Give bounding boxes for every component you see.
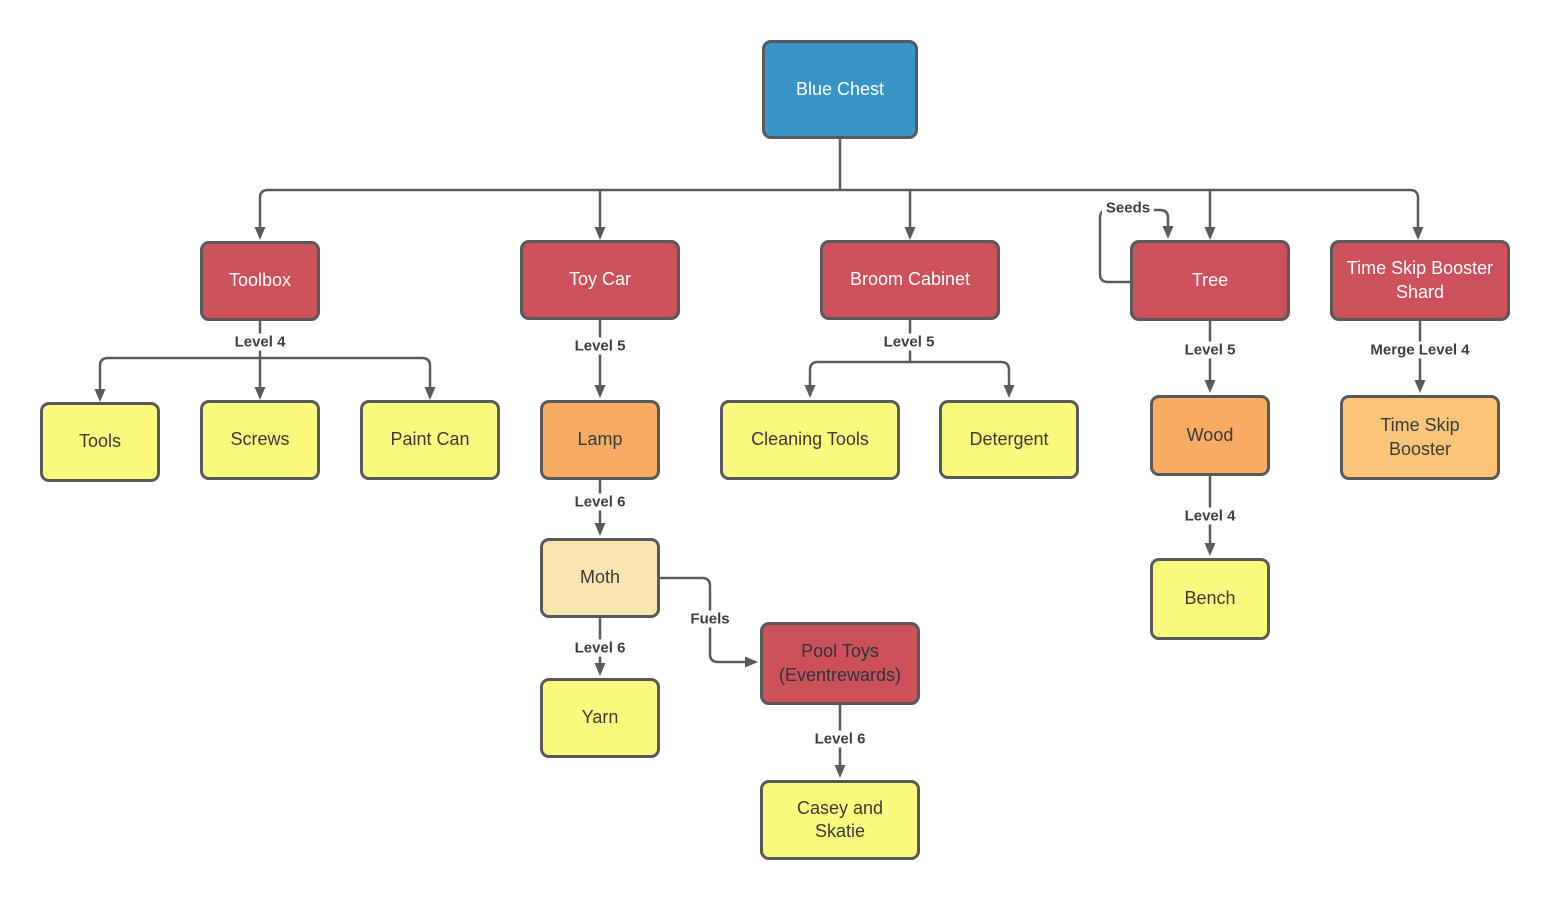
edge-label-lamp-level[interactable]: Level 6	[570, 493, 630, 511]
edge-toolbox-bus	[98, 356, 436, 400]
node-tree[interactable]: Tree	[1130, 240, 1290, 321]
node-tools[interactable]: Tools	[40, 402, 160, 482]
node-detergent[interactable]: Detergent	[939, 400, 1079, 479]
edge-label-toolbox-level[interactable]: Level 4	[230, 333, 290, 351]
node-time-skip-booster-shard[interactable]: Time Skip Booster Shard	[1330, 240, 1510, 321]
edge-label-broom-level[interactable]: Level 5	[879, 333, 939, 351]
edge-label-fuels[interactable]: Fuels	[686, 610, 734, 628]
node-bench[interactable]: Bench	[1150, 558, 1270, 640]
node-broom-cabinet[interactable]: Broom Cabinet	[820, 240, 1000, 320]
edge-label-wood-level[interactable]: Level 4	[1180, 507, 1240, 525]
node-toy-car[interactable]: Toy Car	[520, 240, 680, 320]
edge-broom-bus	[808, 360, 1015, 398]
node-casey-and-skatie[interactable]: Casey and Skatie	[760, 780, 920, 860]
node-blue-chest[interactable]: Blue Chest	[762, 40, 918, 139]
node-yarn[interactable]: Yarn	[540, 678, 660, 758]
node-cleaning-tools[interactable]: Cleaning Tools	[720, 400, 900, 480]
edge-label-tree-level[interactable]: Level 5	[1180, 341, 1240, 359]
edge-label-moth-level[interactable]: Level 6	[570, 639, 630, 657]
node-toolbox[interactable]: Toolbox	[200, 241, 320, 321]
node-lamp[interactable]: Lamp	[540, 400, 660, 480]
edge-label-pooltoys-level[interactable]: Level 6	[810, 730, 870, 748]
node-pool-toys[interactable]: Pool Toys (Eventrewards)	[760, 622, 920, 705]
node-time-skip-booster[interactable]: Time Skip Booster	[1340, 395, 1500, 480]
node-moth[interactable]: Moth	[540, 538, 660, 618]
edge-label-tsbs-merge-level[interactable]: Merge Level 4	[1366, 341, 1474, 359]
node-paint-can[interactable]: Paint Can	[360, 400, 500, 480]
edge-label-toycar-level[interactable]: Level 5	[570, 337, 630, 355]
node-wood[interactable]: Wood	[1150, 395, 1270, 476]
edge-top-bus	[258, 188, 1424, 240]
node-screws[interactable]: Screws	[200, 400, 320, 480]
edge-label-seeds[interactable]: Seeds	[1101, 199, 1155, 217]
